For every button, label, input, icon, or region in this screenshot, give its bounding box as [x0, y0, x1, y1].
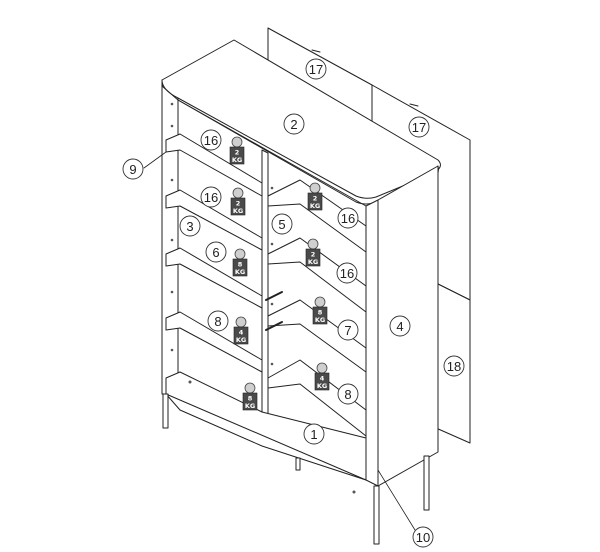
- leg-mid-bottom: [295, 457, 301, 471]
- weight-icon-w8: 4KG: [314, 362, 330, 391]
- weight-icon-w3: 2KG: [307, 182, 323, 211]
- part-number-label: 2: [290, 117, 297, 132]
- left-shelves: [165, 133, 263, 373]
- leg-front-left: [162, 393, 169, 429]
- part-callout-p1: 1: [303, 423, 325, 445]
- part-callout-p16a: 16: [200, 129, 222, 151]
- pin-holes: [170, 102, 356, 494]
- weight-icon-w5: 8KG: [232, 248, 248, 277]
- part-number-label: 6: [212, 245, 219, 260]
- weight-unit: KG: [232, 156, 242, 164]
- weight-unit: KG: [236, 336, 246, 344]
- part-number-label: 18: [447, 359, 461, 374]
- leader-lines: [143, 151, 416, 531]
- weight-unit: KG: [233, 207, 243, 215]
- door-hinges: [265, 291, 283, 331]
- part-callout-p2: 2: [283, 113, 305, 135]
- weight-value: 8: [248, 395, 253, 403]
- part-number-label: 16: [204, 133, 218, 148]
- part-number-label: 17: [309, 62, 323, 77]
- weight-unit: KG: [315, 316, 325, 324]
- part-number-label: 1: [310, 427, 317, 442]
- weight-unit: KG: [245, 402, 255, 410]
- left-side-panel: [161, 79, 179, 395]
- weight-icon-w2: 2KG: [230, 187, 246, 216]
- part-callout-p9: 9: [122, 158, 144, 180]
- part-callouts: 1 2 3 4 5 6 7 8 8 9 10 16 16 16 16 17 17 18: [122, 58, 465, 548]
- weight-icon-w7: 4KG: [233, 316, 249, 345]
- part-callout-p8b: 8: [337, 383, 359, 405]
- right-shelves: [267, 179, 367, 437]
- part-callout-p8a: 8: [207, 310, 229, 332]
- bottom-panel: [165, 371, 367, 481]
- weight-unit: KG: [310, 202, 320, 210]
- part-callout-p3: 3: [179, 215, 201, 237]
- part-number-label: 4: [396, 319, 403, 334]
- leg-front-right: [373, 485, 380, 545]
- part-number-label: 10: [416, 530, 430, 545]
- weight-icon-w1: 2KG: [229, 136, 245, 165]
- part-number-label: 8: [214, 314, 221, 329]
- part-number-label: 16: [341, 211, 355, 226]
- weight-value: 2: [311, 251, 316, 259]
- weight-unit: KG: [317, 382, 327, 390]
- part-callout-p16b: 16: [200, 186, 222, 208]
- part-number-label: 16: [340, 266, 354, 281]
- part-number-label: 17: [412, 120, 426, 135]
- part-number-label: 3: [186, 219, 193, 234]
- part-callout-p17b: 17: [408, 116, 430, 138]
- leg-back-right: [423, 455, 430, 511]
- weight-value: 2: [313, 195, 318, 203]
- weight-unit: KG: [308, 258, 318, 266]
- part-number-label: 8: [344, 387, 351, 402]
- part-callout-p6: 6: [205, 241, 227, 263]
- weight-value: 4: [320, 375, 325, 383]
- part-number-label: 5: [278, 217, 285, 232]
- middle-divider: [261, 149, 269, 447]
- weight-value: 2: [236, 200, 241, 208]
- part-callout-p5: 5: [271, 213, 293, 235]
- part-number-label: 7: [344, 323, 351, 338]
- part-number-label: 16: [204, 190, 218, 205]
- part-callout-p17a: 17: [305, 58, 327, 80]
- weight-unit: KG: [235, 268, 245, 276]
- weight-icon-w9: 8KG: [242, 382, 258, 411]
- part-callout-p18: 18: [443, 355, 465, 377]
- part-number-label: 9: [129, 162, 136, 177]
- part-callout-p16c: 16: [337, 207, 359, 229]
- weight-value: 8: [318, 309, 323, 317]
- part-callout-p10: 10: [412, 526, 434, 548]
- weight-icon-w4: 2KG: [305, 238, 321, 267]
- weight-value: 2: [235, 149, 240, 157]
- part-callout-p16d: 16: [336, 262, 358, 284]
- part-callout-p4: 4: [389, 315, 411, 337]
- weight-value: 4: [239, 329, 244, 337]
- weight-value: 8: [238, 261, 243, 269]
- weight-icon-w6: 8KG: [312, 296, 328, 325]
- legs: [162, 393, 430, 545]
- part-callout-p7: 7: [337, 319, 359, 341]
